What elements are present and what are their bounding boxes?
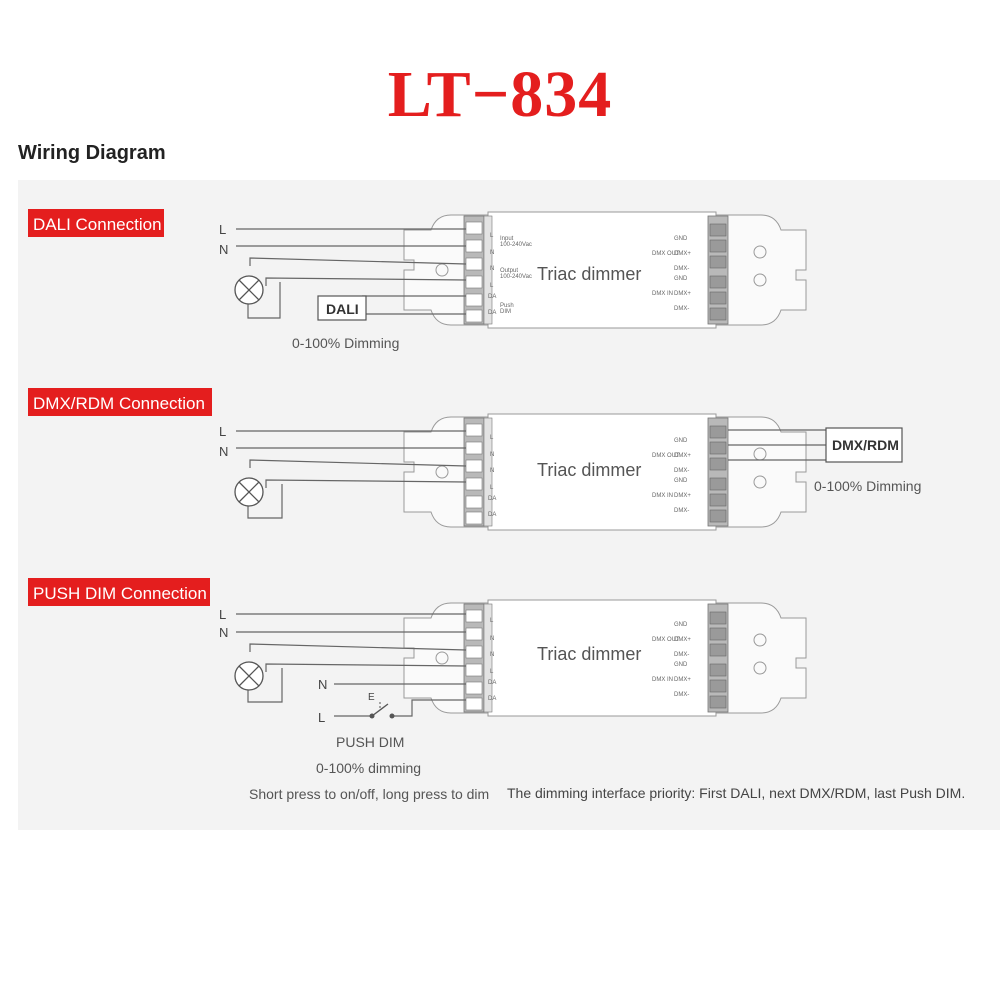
wires	[236, 429, 830, 519]
dali-device-label: DALI	[326, 301, 359, 317]
svg-text:DMX-: DMX-	[674, 266, 689, 272]
svg-text:GND: GND	[674, 276, 688, 282]
svg-text:L: L	[490, 435, 494, 441]
svg-text:DMX-: DMX-	[674, 306, 689, 312]
svg-text:GND: GND	[674, 438, 688, 444]
wires	[236, 228, 467, 319]
priority-note: The dimming interface priority: First DA…	[507, 785, 965, 801]
svg-text:GND: GND	[674, 236, 688, 242]
wire-labels: L N N L E	[219, 607, 375, 725]
svg-text:DMX-: DMX-	[674, 468, 689, 474]
svg-text:DMX+: DMX+	[674, 493, 691, 499]
svg-text:N: N	[490, 452, 494, 458]
dali-section: DALI Connection L N DALI 0-100% Dimming …	[28, 209, 807, 351]
svg-text:DA: DA	[488, 512, 496, 518]
wire-labels: L N	[219, 424, 228, 459]
wire-label-l: L	[219, 424, 226, 439]
lamp-icon	[234, 477, 264, 507]
svg-text:Push: Push	[500, 303, 514, 309]
svg-text:DMX+: DMX+	[674, 251, 691, 257]
svg-text:DMX IN: DMX IN	[652, 493, 673, 499]
push-wire-label-l: L	[318, 710, 325, 725]
svg-text:N: N	[490, 636, 494, 642]
push-dim-caption: Short press to on/off, long press to dim	[249, 786, 489, 802]
wires	[236, 613, 467, 717]
wire-label-n: N	[219, 242, 228, 257]
dimming-note: 0-100% dimming	[316, 760, 421, 776]
svg-text:DA: DA	[488, 680, 496, 686]
svg-text:N: N	[490, 652, 494, 658]
svg-text:DA: DA	[488, 696, 496, 702]
svg-text:L: L	[490, 669, 494, 675]
svg-text:Output: Output	[500, 268, 518, 274]
dmx-section: DMX/RDM Connection L N DMX/RDM 0-100% Di…	[28, 388, 921, 531]
dali-device-box	[317, 295, 367, 321]
push-dim-label: PUSH DIM	[336, 734, 404, 750]
svg-text:GND: GND	[674, 478, 688, 484]
svg-text:DMX+: DMX+	[674, 453, 691, 459]
push-wire-label-n: N	[318, 677, 327, 692]
dmx-device-label: DMX/RDM	[832, 437, 899, 453]
dimming-note: 0-100% Dimming	[292, 335, 399, 351]
svg-text:100-240Vac: 100-240Vac	[500, 242, 532, 248]
section-badge	[28, 209, 164, 237]
svg-text:Input: Input	[500, 236, 514, 242]
svg-text:DMX+: DMX+	[674, 291, 691, 297]
svg-text:N: N	[490, 250, 494, 256]
svg-text:L: L	[490, 233, 494, 239]
wire-label-l: L	[219, 607, 226, 622]
terminal-labels: L N N L DA DA Input 100-240Vac Output 10…	[488, 233, 691, 316]
section-badge	[28, 388, 212, 416]
section-heading: Wiring Diagram	[18, 142, 166, 164]
svg-text:N: N	[490, 468, 494, 474]
page-title: LT−834	[387, 58, 613, 131]
svg-text:DIM: DIM	[500, 309, 511, 315]
svg-text:DA: DA	[488, 496, 496, 502]
dmx-device-box	[825, 427, 903, 463]
switch-label: E	[368, 692, 375, 703]
svg-text:N: N	[490, 266, 494, 272]
svg-text:DMX OUT: DMX OUT	[652, 251, 680, 257]
svg-text:DMX-: DMX-	[674, 508, 689, 514]
svg-text:DMX-: DMX-	[674, 692, 689, 698]
svg-text:GND: GND	[674, 662, 688, 668]
svg-text:GND: GND	[674, 622, 688, 628]
svg-text:L: L	[490, 283, 494, 289]
switch-icon	[369, 702, 395, 719]
dimmer-name: Triac dimmer	[537, 264, 641, 284]
lamp-icon	[234, 661, 264, 691]
svg-text:DMX+: DMX+	[674, 637, 691, 643]
svg-text:DMX IN: DMX IN	[652, 291, 673, 297]
section-label: DALI Connection	[33, 215, 162, 234]
section-label: PUSH DIM Connection	[33, 584, 207, 603]
wire-label-n: N	[219, 444, 228, 459]
section-label: DMX/RDM Connection	[33, 394, 205, 413]
svg-text:DMX OUT: DMX OUT	[652, 453, 680, 459]
dimming-note: 0-100% Dimming	[814, 478, 921, 494]
svg-text:L: L	[490, 618, 494, 624]
push-dim-section: PUSH DIM Connection L N N L E	[28, 578, 807, 802]
dimmer-name: Triac dimmer	[537, 644, 641, 664]
wire-labels: L N	[219, 222, 228, 257]
section-badge	[28, 578, 210, 606]
dimmer-name: Triac dimmer	[537, 460, 641, 480]
svg-text:DA: DA	[488, 310, 496, 316]
terminal-labels: L N N L DA DA GND DMX+ DMX- GND DMX+ DMX…	[488, 618, 691, 702]
svg-text:DMX+: DMX+	[674, 677, 691, 683]
svg-text:DMX OUT: DMX OUT	[652, 637, 680, 643]
svg-text:100-240Vac: 100-240Vac	[500, 274, 532, 280]
svg-text:L: L	[490, 485, 494, 491]
svg-text:DA: DA	[488, 294, 496, 300]
lamp-icon	[234, 275, 264, 305]
wire-label-l: L	[219, 222, 226, 237]
wire-label-n: N	[219, 625, 228, 640]
svg-text:DMX IN: DMX IN	[652, 677, 673, 683]
svg-text:DMX-: DMX-	[674, 652, 689, 658]
terminal-labels: L N N L DA DA GND DMX+ DMX- GND DMX+ DMX…	[488, 435, 691, 518]
